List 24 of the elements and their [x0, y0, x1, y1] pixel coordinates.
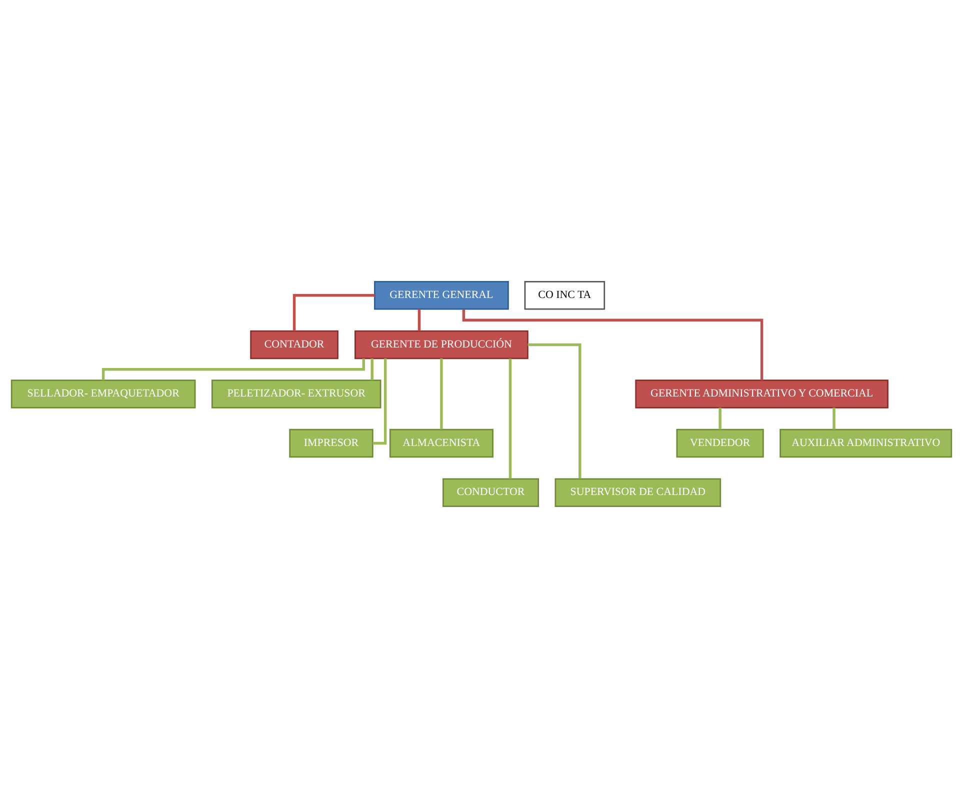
- node-box: IMPRESOR: [289, 428, 374, 458]
- node-box: PELETIZADOR- EXTRUSOR: [211, 379, 382, 408]
- connector: [528, 342, 582, 478]
- node-box: CONTADOR: [250, 330, 338, 359]
- node-box: AUXILIAR ADMINISTRATIVO: [780, 428, 952, 458]
- connector: [418, 308, 421, 330]
- connector: [292, 294, 375, 330]
- connector: [370, 358, 374, 380]
- node-box: GERENTE ADMINISTRATIVO Y COMERCIAL: [635, 379, 888, 408]
- node-box: SUPERVISOR DE CALIDAD: [554, 478, 722, 506]
- node-box: CO INC TA: [524, 280, 606, 310]
- node-box: VENDEDOR: [676, 428, 764, 458]
- connector: [718, 407, 722, 429]
- connector: [462, 308, 764, 380]
- connector: [832, 407, 836, 429]
- node-box: SELLADOR- EMPAQUETADOR: [10, 379, 196, 408]
- connector: [508, 358, 512, 478]
- connector: [102, 358, 366, 380]
- node-box: GERENTE DE PRODUCCIÓN: [354, 330, 528, 359]
- node-box: GERENTE GENERAL: [374, 280, 509, 310]
- node-box: CONDUCTOR: [442, 478, 539, 506]
- connector: [372, 358, 387, 444]
- connector: [440, 358, 443, 429]
- node-box: ALMACENISTA: [389, 428, 494, 458]
